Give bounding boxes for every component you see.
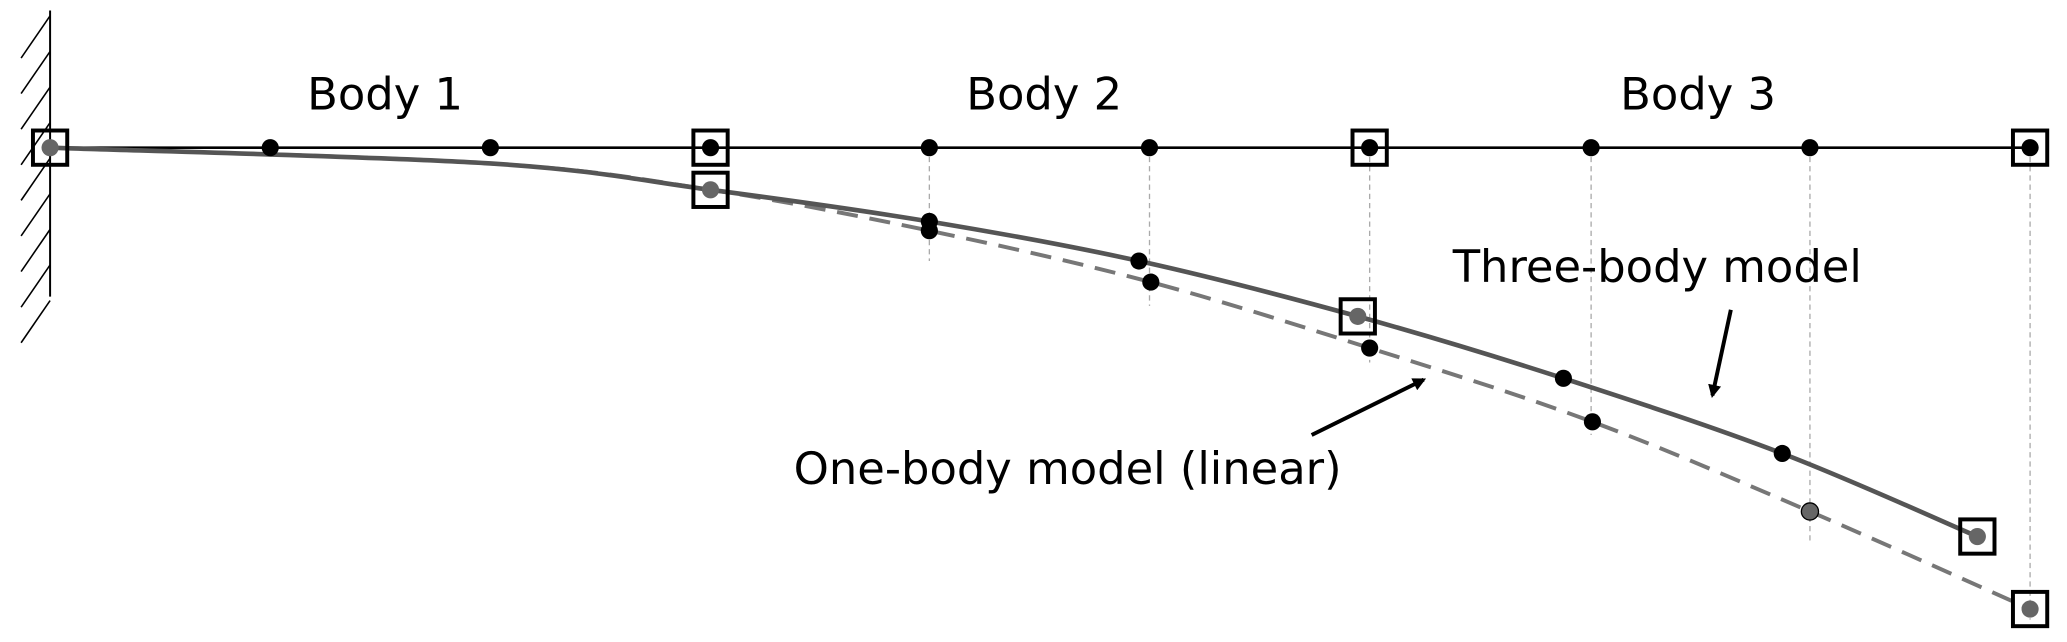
beam-node	[41, 139, 59, 157]
beam-node	[261, 139, 279, 157]
deflected-node	[1583, 413, 1602, 431]
wall-hatch	[20, 264, 51, 308]
wall-hatch	[20, 193, 51, 237]
joint-marker-square	[2010, 128, 2050, 167]
joint-marker-square	[30, 128, 70, 167]
deflected-node	[1142, 273, 1160, 291]
deflected-node	[1361, 339, 1379, 357]
three-body-curve	[50, 145, 1979, 539]
arrow-three-body	[1708, 309, 1733, 399]
wall-hatch	[20, 86, 51, 130]
deflected-node	[1554, 369, 1573, 387]
wall-hatch	[20, 50, 51, 95]
wall-hatch	[20, 228, 51, 273]
fixed-wall	[20, 10, 52, 344]
body-joint-node	[701, 181, 720, 199]
joint-marker-square	[691, 128, 730, 167]
joint-marker-square	[1338, 297, 1377, 336]
wall-hatch	[20, 15, 51, 59]
joint-marker-square	[1350, 128, 1389, 167]
joint-marker-square	[2010, 589, 2050, 629]
label-three-body-model: Three-body model	[1452, 240, 1862, 293]
beam-node	[481, 139, 499, 157]
beam-node	[1361, 139, 1379, 157]
beam-node	[1801, 139, 1819, 157]
body-joint-node	[1968, 527, 1986, 546]
one-body-curve	[50, 145, 2031, 611]
arrow-one-body	[1310, 377, 1427, 437]
label-body-1: Body 1	[307, 67, 463, 120]
deflected-node	[1130, 252, 1148, 270]
beam-node	[1582, 139, 1600, 157]
label-one-body-model: One-body model (linear)	[794, 442, 1342, 495]
beam-node	[2021, 139, 2039, 157]
label-body-3: Body 3	[1620, 67, 1776, 120]
body-joint-node	[2021, 600, 2039, 618]
beam-node	[1140, 139, 1159, 157]
body-joint-node	[1349, 307, 1367, 325]
beam-node	[701, 139, 720, 157]
deflected-node	[1800, 502, 1820, 521]
deflected-node	[920, 222, 938, 240]
joint-marker-square	[691, 170, 730, 209]
deflected-node	[1773, 444, 1791, 463]
beam-node	[920, 139, 938, 157]
nodes	[30, 128, 2050, 629]
wall-hatch	[20, 300, 51, 344]
joint-marker-square	[1958, 517, 1997, 556]
label-body-2: Body 2	[966, 67, 1122, 120]
